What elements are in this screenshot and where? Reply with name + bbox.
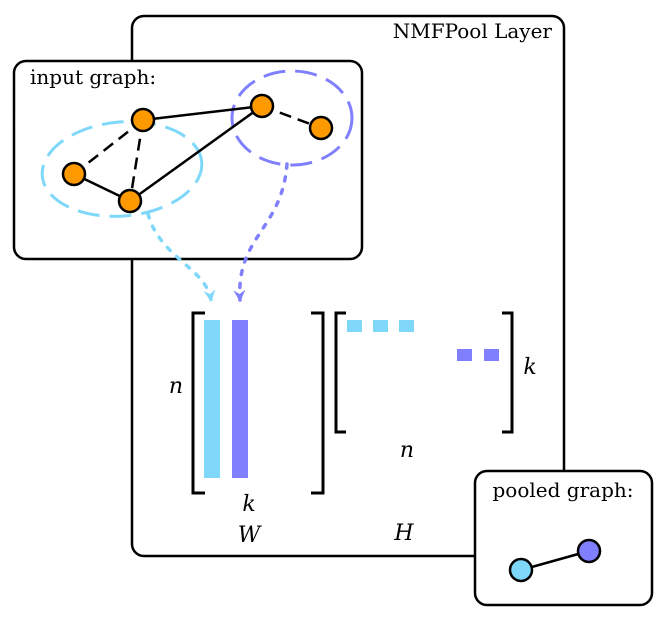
graph-node [249, 93, 275, 119]
cluster-cyan [40, 120, 204, 218]
w-dim-rows: n [169, 374, 183, 399]
pooled-node-cyan [508, 557, 534, 583]
w-column-blue [232, 320, 248, 478]
h-left-bracket [334, 311, 346, 434]
h-right-bracket [502, 311, 514, 434]
h-row-cyan-seg [347, 320, 362, 332]
pooled-node-blue [576, 538, 602, 564]
h-dim-cols: n [400, 438, 414, 463]
w-matrix [191, 311, 325, 495]
cluster-blue [230, 69, 354, 167]
edge [142, 104, 263, 122]
edge [129, 104, 263, 203]
arrow-cyan-to-w [146, 212, 216, 302]
w-dim-cols: k [242, 492, 255, 517]
w-right-bracket [311, 311, 325, 495]
input-graph-title: input graph: [30, 65, 156, 89]
h-dim-rows: k [523, 355, 536, 380]
w-left-bracket [191, 311, 205, 495]
graph-node [117, 188, 143, 214]
pooled-graph-title: pooled graph: [493, 478, 634, 502]
w-label: W [238, 523, 263, 548]
w-column-cyan [204, 320, 220, 478]
h-row-cyan-seg [399, 320, 414, 332]
h-row-cyan-seg [373, 320, 388, 332]
graph-nodes [61, 93, 334, 214]
graph-node [308, 115, 334, 141]
h-row-blue-seg [457, 349, 472, 361]
graph-node [130, 107, 156, 133]
h-row-blue-seg [484, 349, 499, 361]
edge [128, 119, 145, 202]
layer-title: NMFPool Layer [393, 19, 553, 43]
graph-node [61, 161, 87, 187]
h-label: H [393, 521, 414, 546]
edge [73, 119, 144, 175]
h-matrix [334, 311, 514, 434]
